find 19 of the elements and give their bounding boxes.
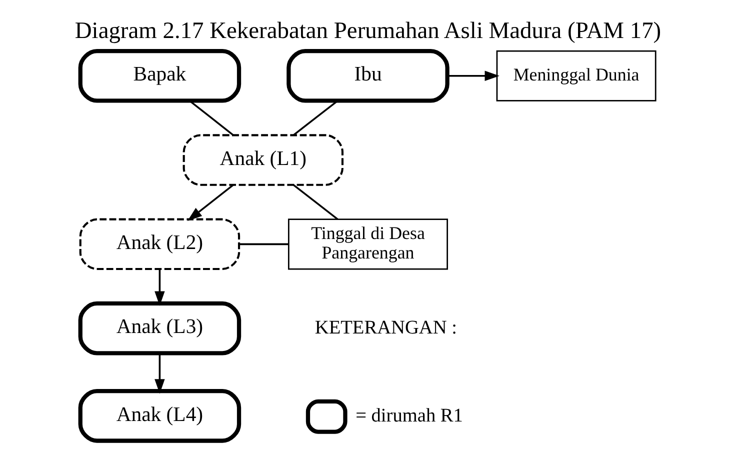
node-box: Bapak: [78, 48, 242, 103]
connector: [292, 184, 338, 220]
node-box: Anak (L2): [79, 218, 240, 270]
legend-label: = dirumah R1: [356, 406, 463, 427]
connector: [189, 100, 234, 136]
node-box: Anak (L4): [78, 389, 242, 443]
diagram-title: Diagram 2.17 Kekerabatan Perumahan Asli Madura (PAM 17): [74, 18, 662, 44]
arrow: [187, 184, 234, 221]
node-box: Anak (L1): [182, 134, 344, 186]
arrow: [154, 353, 165, 394]
node-box: Tinggal di Desa Pangarengan: [288, 218, 448, 270]
connector: [292, 100, 338, 136]
arrow: [154, 269, 165, 306]
connector: [239, 243, 288, 246]
arrow: [447, 70, 500, 81]
node-box: Meninggal Dunia: [496, 50, 656, 102]
label: KETERANGAN :: [314, 317, 457, 338]
node-box: Anak (L3): [78, 301, 242, 356]
node-box: Ibu: [286, 48, 450, 103]
